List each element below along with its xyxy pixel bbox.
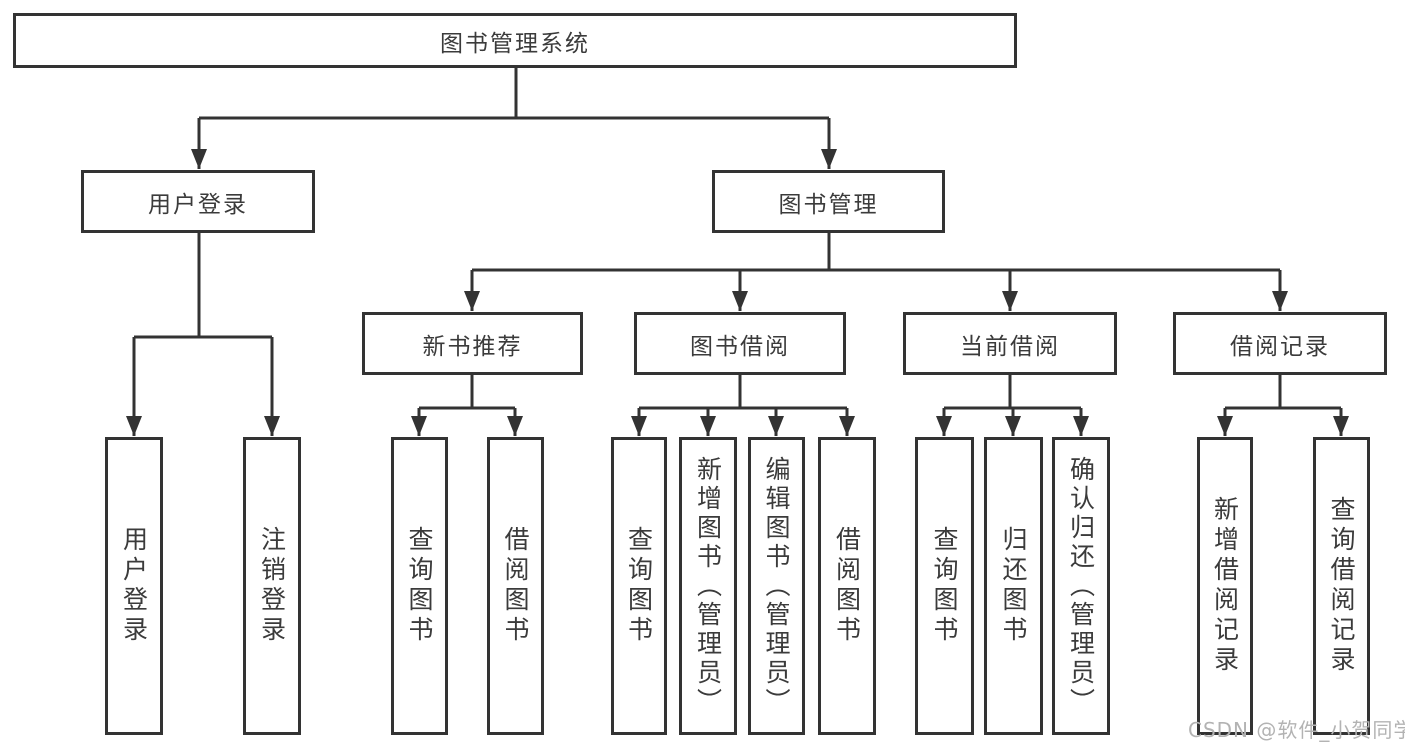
leaf-query-books-recommend: 查询图书 — [391, 437, 448, 735]
leaf-add-borrow-record: 新增借阅记录 — [1197, 437, 1253, 735]
node-current-borrowing: 当前借阅 — [903, 312, 1117, 375]
node-new-book-recommend: 新书推荐 — [362, 312, 583, 375]
leaf-edit-book-admin: 编辑图书（管理员） — [748, 437, 805, 735]
node-book-borrowing: 图书借阅 — [634, 312, 846, 375]
leaf-logout: 注销登录 — [243, 437, 301, 735]
leaf-confirm-return-admin: 确认归还（管理员） — [1052, 437, 1110, 735]
leaf-query-borrow-record: 查询借阅记录 — [1313, 437, 1370, 735]
node-borrow-records: 借阅记录 — [1173, 312, 1387, 375]
node-root-system: 图书管理系统 — [13, 13, 1017, 68]
tree-edges — [132, 68, 1343, 436]
leaf-borrow-books-borrowing: 借阅图书 — [818, 437, 876, 735]
node-book-management: 图书管理 — [712, 170, 945, 233]
leaf-add-book-admin: 新增图书（管理员） — [679, 437, 737, 735]
leaf-borrow-books-recommend: 借阅图书 — [487, 437, 544, 735]
leaf-return-book: 归还图书 — [984, 437, 1043, 735]
leaf-query-books-current: 查询图书 — [915, 437, 974, 735]
leaf-query-books-borrowing: 查询图书 — [611, 437, 667, 735]
node-user-login: 用户登录 — [81, 170, 315, 233]
arrow-heads-icon — [126, 149, 1349, 436]
leaf-user-login: 用户登录 — [105, 437, 163, 735]
csdn-watermark: CSDN @软件_小贺同学 — [1188, 718, 1405, 742]
